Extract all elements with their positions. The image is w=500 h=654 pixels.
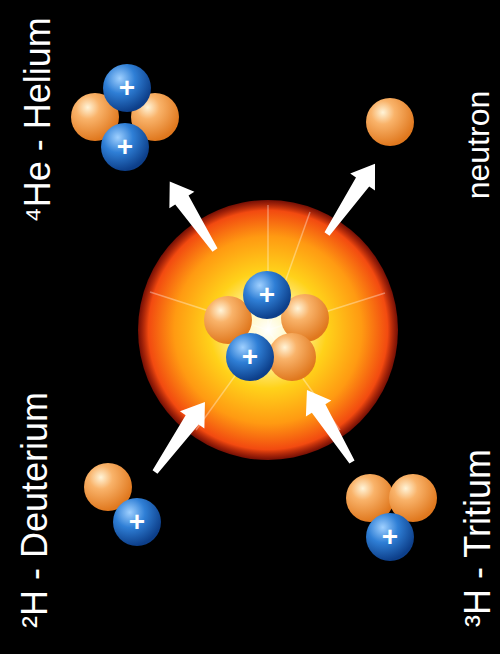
proton-charge: + xyxy=(129,508,145,536)
fusion-glow xyxy=(138,200,398,460)
proton-charge: + xyxy=(242,343,258,371)
helium-nucleus xyxy=(71,64,179,171)
proton-charge: + xyxy=(119,74,135,102)
tritium-nucleus xyxy=(346,474,437,561)
nucleus-name: ⁴He - Helium xyxy=(20,17,56,223)
reaction-arrows xyxy=(143,155,388,480)
proton-charge: + xyxy=(382,523,398,551)
deuterium-nucleus xyxy=(84,463,161,546)
nucleus-name: ³H - Tritium xyxy=(460,449,496,627)
free-neutron xyxy=(366,98,414,146)
proton-charge: + xyxy=(117,133,133,161)
particle-name: neutron xyxy=(462,91,494,200)
compound-nucleus xyxy=(204,271,329,381)
nucleus-name: ²H - Deuterium xyxy=(17,392,53,628)
proton-charge: + xyxy=(259,281,275,309)
